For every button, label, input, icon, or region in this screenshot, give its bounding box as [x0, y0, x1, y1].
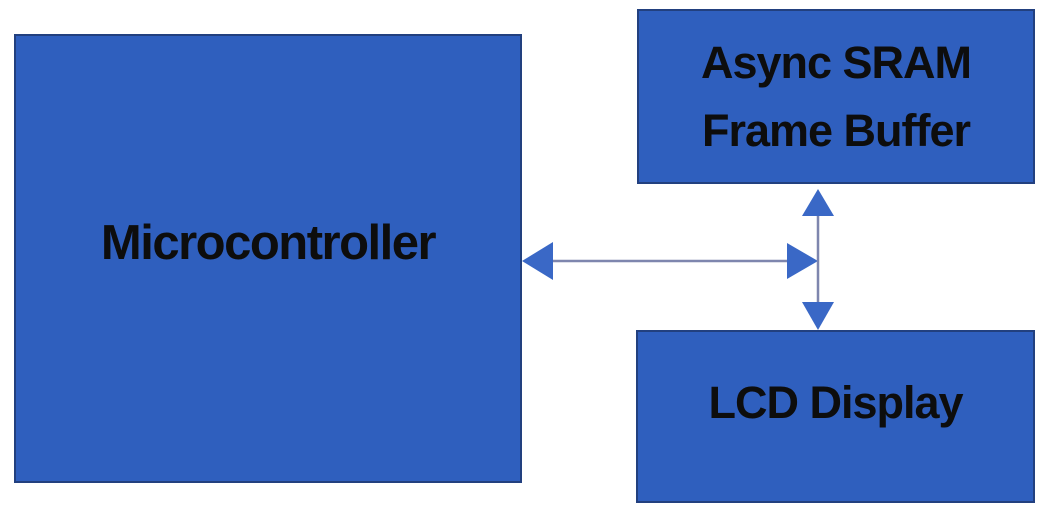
- node-lcd-display: LCD Display: [636, 330, 1035, 503]
- horizontal-double-arrow: [522, 242, 818, 280]
- right-arrowhead-icon: [787, 243, 818, 279]
- node-async-sram-frame-buffer: Async SRAM Frame Buffer: [637, 9, 1035, 184]
- lcd-label: LCD Display: [708, 376, 963, 428]
- node-microcontroller: Microcontroller: [14, 34, 522, 483]
- vertical-double-arrow: [802, 189, 834, 330]
- microcontroller-label: Microcontroller: [100, 215, 437, 270]
- left-arrowhead-icon: [522, 242, 553, 280]
- sram-label-line1: Async SRAM: [700, 37, 972, 88]
- up-arrowhead-icon: [802, 189, 834, 216]
- sram-label-line2: Frame Buffer: [701, 104, 971, 156]
- down-arrowhead-icon: [802, 302, 834, 330]
